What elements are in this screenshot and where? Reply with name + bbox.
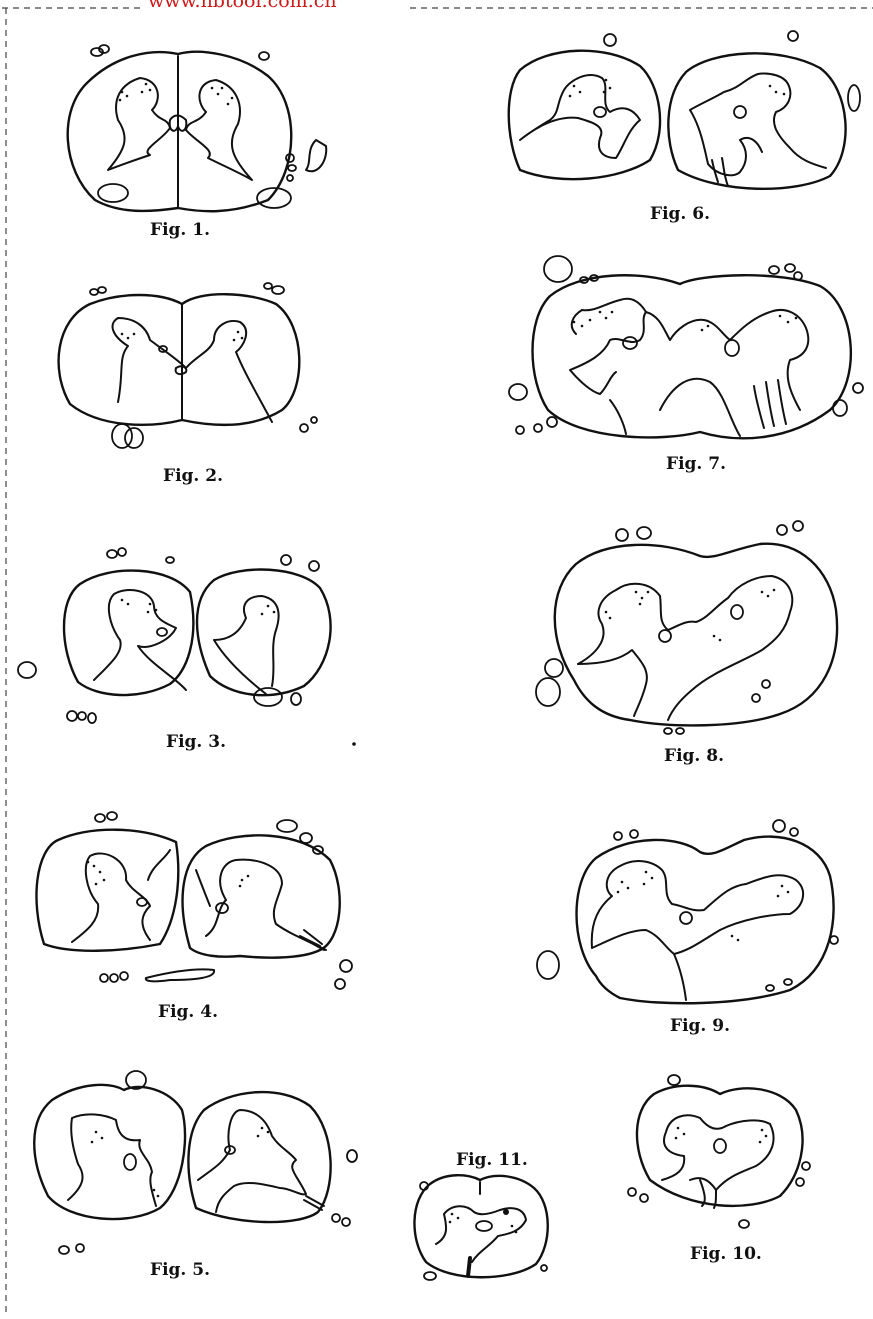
fig10-section bbox=[628, 1075, 810, 1228]
fig1-caption: Fig. 1. bbox=[150, 220, 210, 240]
fig6-caption: Fig. 6. bbox=[650, 204, 710, 224]
fig4-caption: Fig. 4. bbox=[158, 1002, 218, 1022]
fig5-caption: Fig. 5. bbox=[150, 1260, 210, 1280]
fig5-section bbox=[34, 1071, 357, 1254]
fig8-caption: Fig. 8. bbox=[664, 746, 724, 766]
fig7-section bbox=[509, 256, 863, 438]
fig11-caption: Fig. 11. bbox=[456, 1150, 528, 1170]
fig9-caption: Fig. 9. bbox=[670, 1016, 730, 1036]
fig3-section bbox=[18, 548, 356, 746]
fig2-caption: Fig. 2. bbox=[163, 466, 223, 486]
fig8-section bbox=[536, 521, 837, 734]
fig3-caption: Fig. 3. bbox=[166, 732, 226, 752]
fig2-section bbox=[59, 283, 317, 448]
fig4-section bbox=[36, 812, 352, 989]
fig10-caption: Fig. 10. bbox=[690, 1244, 762, 1264]
fig6-section bbox=[509, 31, 860, 189]
fig1-section bbox=[68, 45, 327, 211]
fig11-section bbox=[414, 1175, 547, 1280]
fig9-section bbox=[537, 820, 838, 1003]
watermark-text: www.hbtool.com.cn bbox=[148, 0, 337, 12]
fig7-caption: Fig. 7. bbox=[666, 454, 726, 474]
